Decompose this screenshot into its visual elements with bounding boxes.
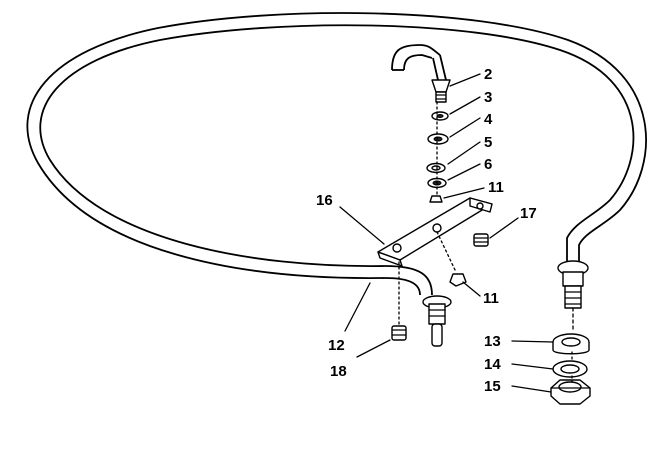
washer-14 (552, 360, 588, 378)
leader-lines (339, 73, 554, 393)
washer-13 (552, 333, 590, 355)
callout-14: 14 (484, 356, 501, 373)
nut-11-top (429, 195, 443, 203)
callout-5: 5 (484, 134, 492, 151)
nut-15 (550, 379, 591, 405)
callout-11-top: 11 (488, 179, 504, 196)
callout-6: 6 (484, 156, 492, 173)
callout-17: 17 (520, 205, 537, 222)
callout-4: 4 (484, 111, 493, 128)
clip-18 (391, 261, 407, 341)
right-terminal (557, 260, 589, 331)
washer-3 (431, 111, 449, 121)
callout-3: 3 (484, 89, 492, 106)
washer-5 (426, 162, 446, 174)
callout-2: 2 (484, 66, 492, 83)
callout-12: 12 (328, 337, 345, 354)
washer-4 (427, 133, 449, 145)
screw-2 (431, 79, 451, 103)
heating-element-loop (26, 12, 647, 296)
mounting-stem (391, 44, 447, 81)
callout-16: 16 (316, 192, 333, 209)
callout-11-lower: 11 (483, 290, 499, 307)
clip-17 (473, 233, 489, 247)
bracket (377, 197, 493, 267)
nut-11-lower (449, 273, 467, 287)
callout-13: 13 (484, 333, 501, 350)
left-terminal (422, 295, 452, 347)
callout-15: 15 (484, 378, 501, 395)
callout-18: 18 (330, 363, 347, 380)
